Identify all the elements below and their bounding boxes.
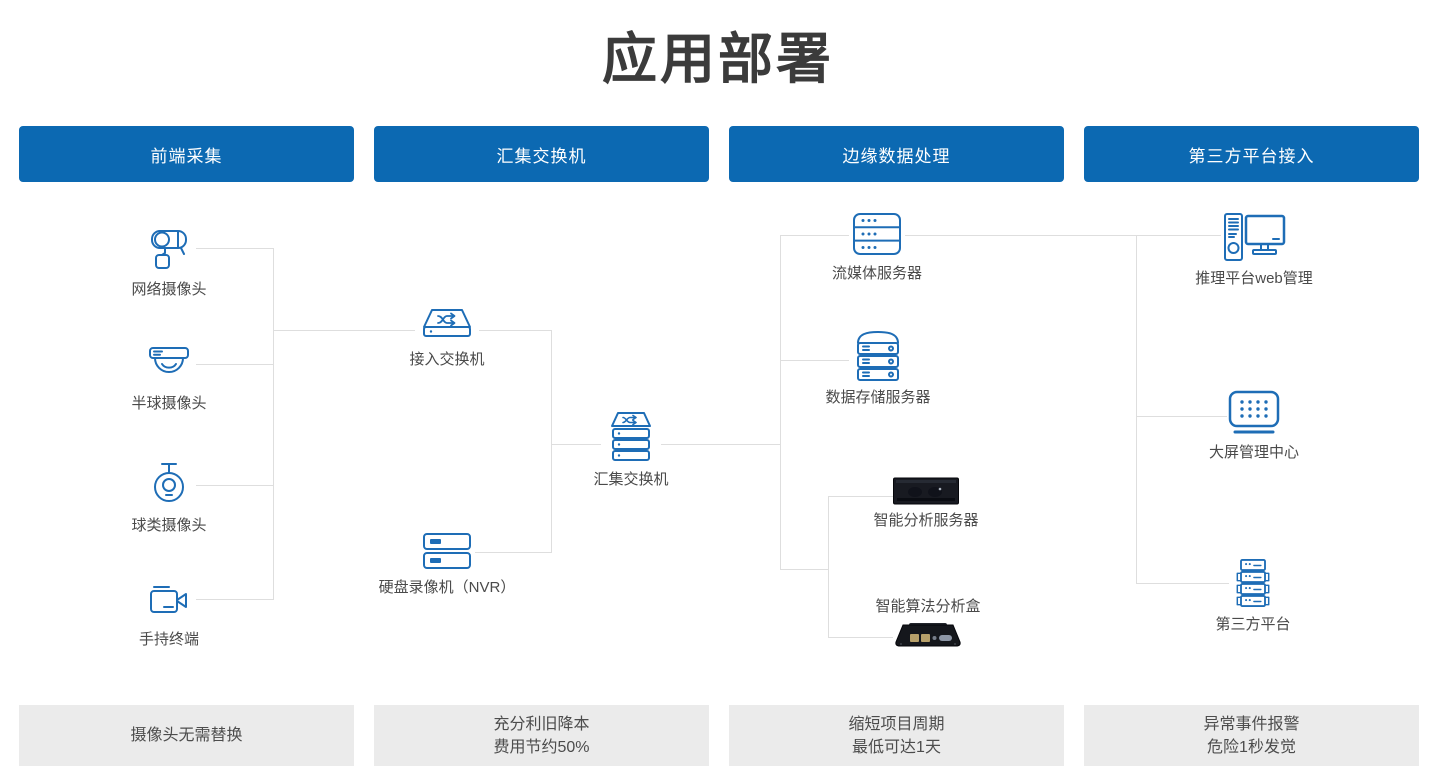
server-rack-icon [1229, 557, 1277, 609]
dome-camera-icon [143, 336, 195, 388]
pc-monitor-icon [1221, 211, 1287, 263]
node-label: 汇集交换机 [593, 471, 669, 488]
page-title: 应用部署 [601, 28, 834, 90]
ptz-camera-icon [143, 458, 195, 510]
storage-server-icon [849, 329, 907, 382]
node-ball-camera: 球类摄像头 [79, 458, 259, 535]
node-web-management: 推理平台web管理 [1164, 211, 1344, 288]
benefit-card-cost-saving: 充分利旧降本 费用节约50% [374, 705, 709, 766]
node-dome-camera: 半球摄像头 [79, 336, 259, 413]
connector-line [828, 496, 894, 497]
node-storage-server: 数据存储服务器 [788, 329, 968, 407]
node-label: 推理平台web管理 [1195, 270, 1313, 287]
connector-line [780, 235, 1227, 236]
column-header-aggregation-switch: 汇集交换机 [374, 126, 709, 182]
node-analysis-server: 智能分析服务器 [836, 477, 1016, 530]
benefit-line: 最低可达1天 [852, 738, 941, 756]
connector-line [1136, 583, 1230, 584]
benefit-line: 异常事件报警 [1203, 715, 1300, 733]
aggregation-switch-icon [601, 410, 661, 464]
benefit-line: 缩短项目周期 [848, 715, 945, 733]
node-network-camera: 网络摄像头 [79, 222, 259, 299]
node-label: 第三方平台 [1215, 616, 1291, 633]
connector-line [196, 364, 273, 365]
column-header-third-party-access: 第三方平台接入 [1084, 126, 1419, 182]
benefit-card-shorter-cycle: 缩短项目周期 最低可达1天 [729, 705, 1064, 766]
node-big-screen-center: 大屏管理中心 [1164, 389, 1344, 462]
connector-line [273, 330, 551, 331]
benefit-line: 危险1秒发觉 [1207, 738, 1296, 756]
connector-line [780, 235, 781, 570]
analysis-server-image [893, 477, 959, 505]
connector-line [196, 485, 273, 486]
node-media-server: 流媒体服务器 [787, 210, 967, 283]
connector-line [196, 599, 273, 600]
node-label: 智能分析服务器 [873, 512, 979, 529]
benefit-card-event-alarm: 异常事件报警 危险1秒发觉 [1084, 705, 1419, 766]
benefit-line: 摄像头无需替换 [130, 727, 243, 744]
connector-line [780, 360, 851, 361]
handheld-camera-icon [143, 576, 195, 624]
node-label: 流媒体服务器 [831, 265, 922, 282]
node-third-party-platform: 第三方平台 [1163, 557, 1343, 634]
node-label: 智能算法分析盒 [875, 598, 981, 615]
connector-line [828, 637, 894, 638]
connector-line [1136, 235, 1137, 583]
node-label: 网络摄像头 [131, 281, 207, 298]
connector-line [551, 444, 780, 445]
node-label: 球类摄像头 [131, 517, 207, 534]
node-label: 接入交换机 [409, 351, 485, 368]
column-header-frontend-collection: 前端采集 [19, 126, 354, 182]
nvr-icon [419, 530, 475, 572]
benefit-line: 费用节约50% [493, 738, 590, 756]
connector-line [780, 569, 829, 570]
connector-line [551, 330, 552, 553]
access-switch-icon [415, 306, 479, 344]
bullet-camera-icon [143, 222, 195, 274]
connector-line [828, 496, 829, 638]
column-header-edge-processing: 边缘数据处理 [729, 126, 1064, 182]
node-handheld-terminal: 手持终端 [79, 576, 259, 649]
connector-line [196, 248, 273, 249]
node-access-switch: 接入交换机 [357, 306, 537, 369]
node-aggregation-switch: 汇集交换机 [541, 410, 721, 489]
benefit-line: 充分利旧降本 [493, 715, 590, 733]
node-label: 手持终端 [138, 631, 199, 648]
connector-line [1136, 416, 1228, 417]
led-screen-icon [1227, 389, 1281, 437]
node-label: 数据存储服务器 [825, 389, 931, 406]
benefit-card-camera-reuse: 摄像头无需替换 [19, 705, 354, 766]
node-nvr: 硬盘录像机（NVR） [357, 530, 537, 597]
node-label: 半球摄像头 [131, 395, 207, 412]
media-server-icon [849, 210, 905, 258]
node-label: 大屏管理中心 [1208, 444, 1299, 461]
connector-line [273, 248, 274, 600]
node-label: 硬盘录像机（NVR） [378, 579, 516, 596]
node-analysis-box: 智能算法分析盒 [838, 595, 1018, 650]
connector-line [475, 552, 551, 553]
analysis-box-image [893, 622, 963, 650]
